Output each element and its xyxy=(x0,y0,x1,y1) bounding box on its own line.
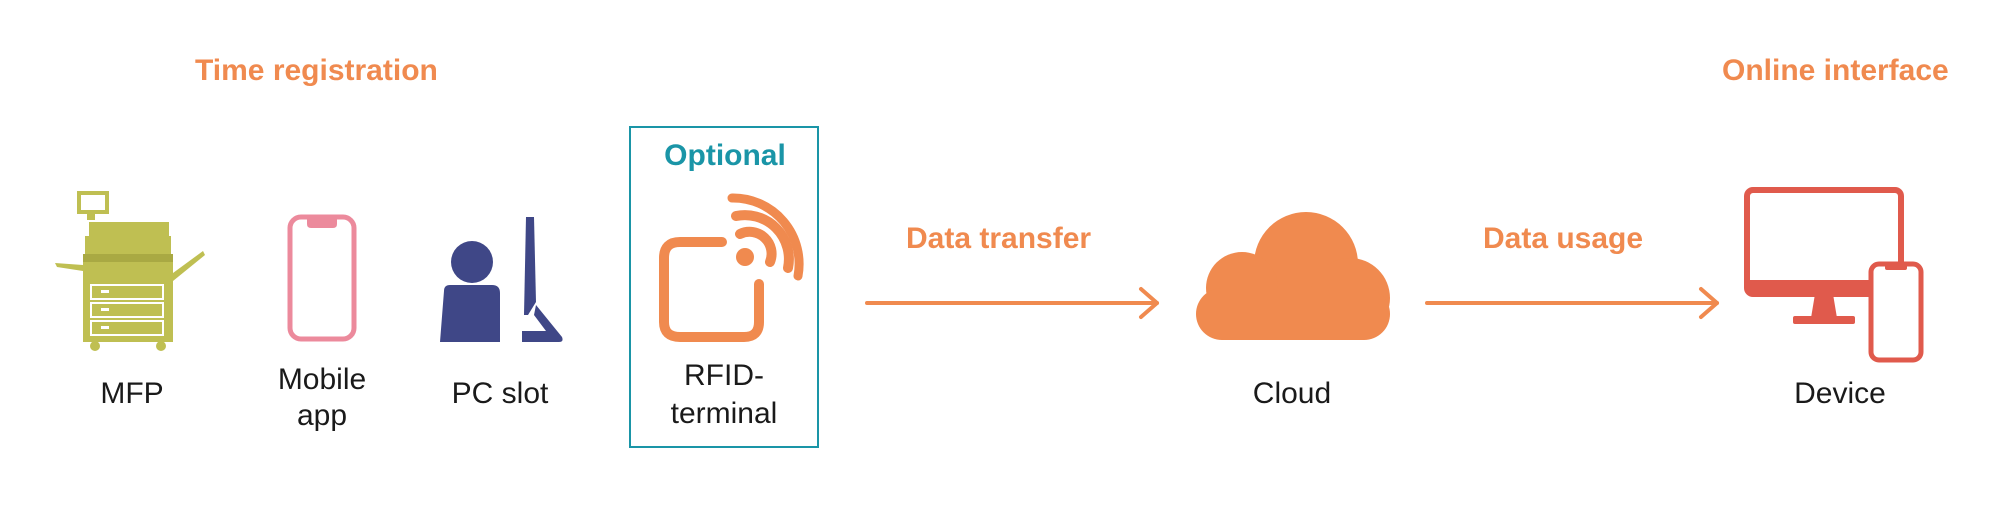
data-transfer-arrow xyxy=(865,287,1159,319)
mfp-label: MFP xyxy=(100,377,164,410)
cloud-label: Cloud xyxy=(1252,377,1332,410)
data-usage-arrow xyxy=(1425,287,1719,319)
optional-box xyxy=(629,126,819,448)
monitor-phone-icon xyxy=(1744,187,1924,363)
time-registration-heading: Time registration xyxy=(195,54,438,87)
optional-heading: Optional xyxy=(664,139,786,172)
rfid-terminal-label-line1: RFID- xyxy=(684,359,764,392)
pc-slot-label: PC slot xyxy=(451,377,549,410)
rfid-terminal-label-line2: terminal xyxy=(670,397,778,430)
device-label: Device xyxy=(1794,377,1886,410)
person-at-computer-icon xyxy=(440,217,563,342)
online-interface-heading: Online interface xyxy=(1722,54,1949,87)
printer-icon xyxy=(55,191,205,351)
rfid-icon xyxy=(659,193,804,342)
mobile-app-label-line2: app xyxy=(296,399,348,432)
data-transfer-heading: Data transfer xyxy=(906,222,1092,255)
data-usage-heading: Data usage xyxy=(1483,222,1644,255)
smartphone-icon xyxy=(287,214,357,342)
cloud-icon xyxy=(1196,212,1390,340)
mobile-app-label-line1: Mobile xyxy=(277,363,367,396)
